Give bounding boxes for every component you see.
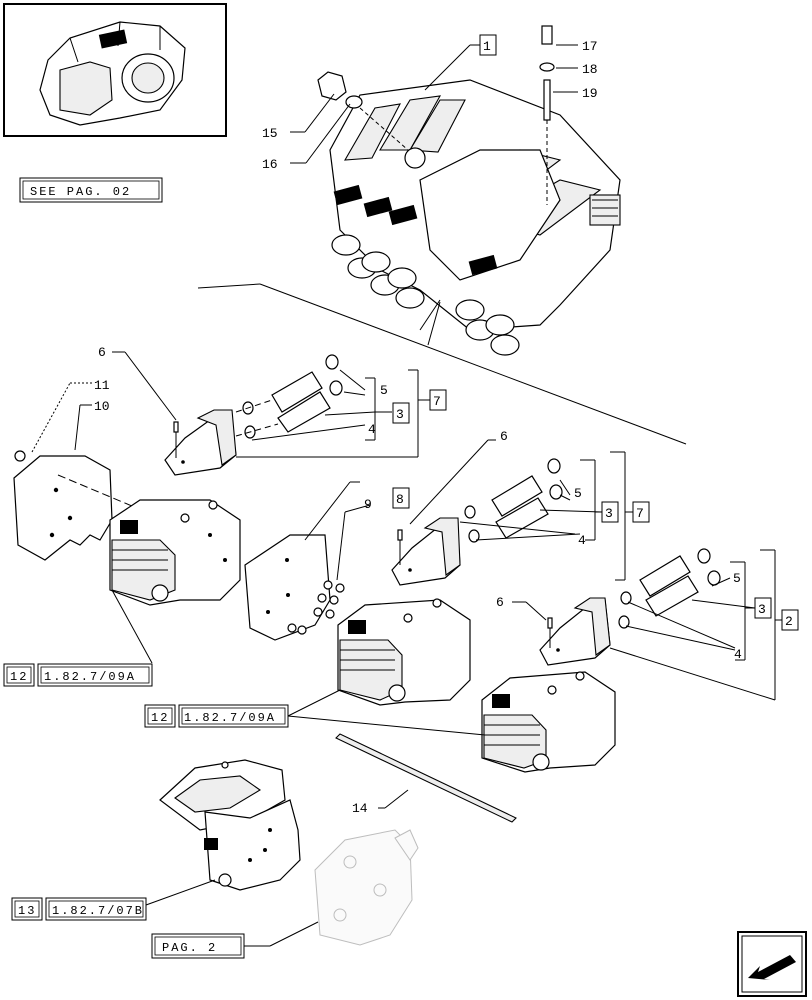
svg-text:12: 12	[10, 670, 28, 684]
callout-7-left: 7	[429, 389, 447, 411]
callout-18: 18	[582, 62, 598, 77]
brackets-middle	[459, 451, 633, 581]
rod-14	[335, 733, 517, 823]
see-page-reference[interactable]: SEE PAG. 02	[19, 177, 163, 203]
valve-section-right	[481, 671, 616, 773]
svg-text:8: 8	[396, 492, 404, 507]
leader-lines-top	[197, 44, 687, 445]
svg-text:1: 1	[483, 39, 491, 54]
callout-3-left: 3	[392, 402, 410, 424]
callout-5-right: 5	[733, 571, 741, 586]
callout-16: 16	[262, 157, 278, 172]
ref-12-middle[interactable]: 12 1.82.7/09A	[144, 704, 289, 728]
svg-text:3: 3	[758, 602, 766, 617]
svg-text:1.82.7/07B: 1.82.7/07B	[52, 904, 144, 918]
next-page-arrow-icon[interactable]	[737, 931, 807, 997]
svg-text:1.82.7/09A: 1.82.7/09A	[184, 711, 276, 725]
callout-6-middle: 6	[500, 429, 508, 444]
callout-15: 15	[262, 126, 278, 141]
callout-4-left: 4	[368, 422, 376, 437]
ref-13[interactable]: 13 1.82.7/07B	[11, 897, 147, 921]
callout-10: 10	[94, 399, 110, 414]
valve-part-13	[159, 759, 301, 891]
svg-text:1.82.7/09A: 1.82.7/09A	[44, 670, 136, 684]
ref-pag2[interactable]: PAG. 2	[151, 933, 245, 959]
callout-17: 17	[582, 39, 598, 54]
svg-text:2: 2	[785, 614, 793, 629]
brackets-right	[609, 549, 782, 701]
callout-6-right: 6	[496, 595, 504, 610]
svg-text:13: 13	[18, 904, 36, 918]
see-page-text: SEE PAG. 02	[30, 185, 131, 199]
svg-text:PAG. 2: PAG. 2	[162, 941, 217, 955]
svg-text:7: 7	[636, 506, 644, 521]
svg-text:3: 3	[605, 506, 613, 521]
callout-7-middle: 7	[632, 501, 650, 523]
tractor-thumbnail-icon	[3, 3, 227, 137]
callout-8: 8	[392, 487, 410, 509]
spool-block-left	[164, 354, 343, 476]
callout-4-right: 4	[734, 647, 742, 662]
cover-plate-10	[13, 450, 133, 561]
callout-3-right: 3	[754, 597, 772, 619]
valve-section-left	[109, 499, 241, 606]
callout-9: 9	[364, 497, 372, 512]
ref-12-left[interactable]: 12 1.82.7/09A	[3, 663, 153, 687]
svg-text:12: 12	[151, 711, 169, 725]
callout-14: 14	[352, 801, 368, 816]
faded-part-pag2	[314, 829, 419, 946]
valve-section-middle	[337, 598, 471, 706]
valve-assembly-main	[317, 25, 621, 356]
callout-3-middle: 3	[601, 501, 619, 523]
spool-block-middle	[391, 458, 563, 586]
callout-2: 2	[781, 609, 799, 631]
callout-5-left: 5	[380, 383, 388, 398]
callout-4-middle: 4	[578, 533, 586, 548]
spool-block-right	[539, 548, 721, 666]
callout-5-middle: 5	[574, 486, 582, 501]
callout-6-left: 6	[98, 345, 106, 360]
plate-8-9	[244, 534, 345, 641]
callout-11: 11	[94, 378, 110, 393]
svg-text:7: 7	[433, 394, 441, 409]
callout-19: 19	[582, 86, 598, 101]
callout-1: 1	[479, 34, 497, 56]
svg-text:3: 3	[396, 407, 404, 422]
brackets-left	[236, 369, 430, 458]
